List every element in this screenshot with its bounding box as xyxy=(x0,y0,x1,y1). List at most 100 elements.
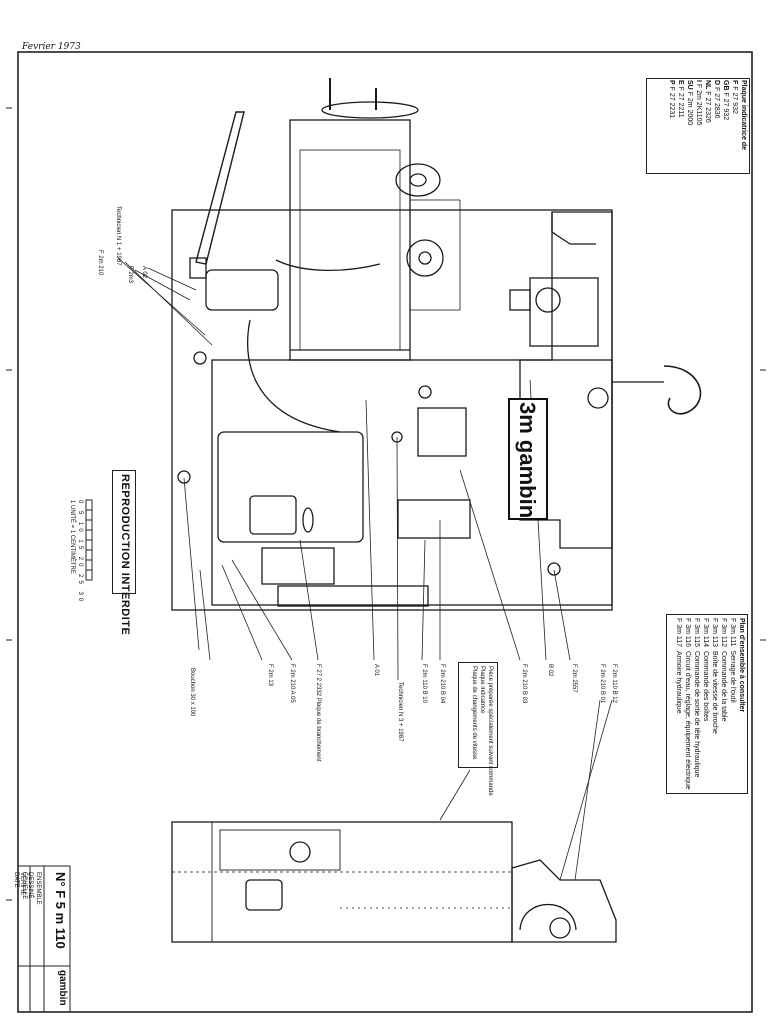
callout-label: Technicien N 1 + 1987 xyxy=(115,206,121,266)
scale-unit: 1 UNITÉ = 1 CENTIMÈTRE xyxy=(69,500,75,574)
scale-bar xyxy=(85,499,93,581)
title-block-frame xyxy=(17,865,71,1013)
assembly-table-title: Plan d'ensemble à consulter xyxy=(738,618,745,713)
head-notch xyxy=(551,212,596,245)
assembly-desc: Commande de sortie de tête hydraulique xyxy=(693,650,700,778)
callout-note-line: Plaque de changements de vitesse xyxy=(471,666,477,760)
callout-label: Technicien N 3 + 1987 xyxy=(397,682,403,742)
pump xyxy=(261,547,335,585)
assembly-ref: F 3m 117 xyxy=(675,618,682,648)
side-bed xyxy=(171,821,513,943)
callout-label: F 2m 210 B 01 xyxy=(599,664,605,704)
machine-head xyxy=(519,211,613,549)
machine-front-view xyxy=(171,78,702,611)
assembly-ref: F 3m 113 xyxy=(711,618,718,648)
callout-label: A 01 xyxy=(373,664,379,677)
lever-arm xyxy=(195,111,245,265)
side-motor xyxy=(245,879,283,911)
side-wheel xyxy=(519,904,577,931)
lever-base xyxy=(189,257,207,279)
scale-ticks: 0 5 10 15 20 25 30 xyxy=(76,500,84,604)
side-gear xyxy=(289,841,311,863)
assembly-desc: Commande des boîtes xyxy=(702,650,709,722)
dial-hub xyxy=(409,173,427,187)
motor-housing xyxy=(205,269,279,311)
cabinet-handle xyxy=(302,507,314,533)
scale-tick-label: 30 xyxy=(77,591,83,605)
assembly-desc: Circuit d'eau, réglage, équipement élect… xyxy=(684,650,691,790)
fixing-bolt xyxy=(193,351,207,365)
title-field: ÉCHELLE xyxy=(21,872,27,900)
callout-label: A 02 xyxy=(141,266,147,279)
callout-label: F 2m 210 B 03 xyxy=(521,664,527,704)
assembly-ref: F 3m 115 xyxy=(693,618,700,648)
drawing-frame xyxy=(17,51,753,1013)
company-name: gambin xyxy=(57,970,68,1006)
handwheel-rim xyxy=(321,101,419,119)
callout-label: F 27 2 2332 Plaque de branchement xyxy=(315,664,321,762)
date-note: Fevrier 1973 xyxy=(22,42,81,52)
callout-label: F 2m 210 A 05 xyxy=(289,664,295,703)
callout-note-line: Plaque indicatrice xyxy=(479,666,485,714)
assembly-desc: Commande de la table xyxy=(720,650,727,722)
cabinet-panel xyxy=(249,495,297,535)
fixing-bolt xyxy=(547,562,561,576)
leader-lines xyxy=(117,257,613,881)
scale-tick-label: 15 xyxy=(77,539,83,553)
callout-note-box xyxy=(458,662,498,768)
assembly-ref: F 3m 111 xyxy=(729,618,736,647)
scale-tick-label: 0 xyxy=(77,500,83,507)
dial-wheel xyxy=(395,163,441,197)
callout-note: Pièce préparée spécialement suivant comm… xyxy=(470,666,494,796)
drawing-number: N° F 5 m 110 xyxy=(53,872,68,949)
reproduction-box xyxy=(112,470,136,594)
callout-note-line: Pièce préparée spécialement suivant comm… xyxy=(487,666,493,796)
assembly-desc: Armoire hydraulique xyxy=(675,650,682,714)
assembly-ref: F 3m 116 xyxy=(684,618,691,648)
side-end-block xyxy=(171,821,213,943)
callout-label: F 2m 110 B 10 xyxy=(421,664,427,703)
spindle-housing xyxy=(529,277,599,347)
callout-label: F 2m 110 B 12 xyxy=(611,664,617,703)
carriage-plate xyxy=(299,149,401,351)
callout-label: F 2m 2557 xyxy=(571,664,577,693)
indicator-lamp xyxy=(418,385,432,399)
electrical-cabinet xyxy=(217,431,364,543)
scale-tick-label: 25 xyxy=(77,574,83,587)
brand-logo: 3m gambin xyxy=(515,402,540,519)
lifting-hook xyxy=(663,365,702,415)
callout-label: F 2m 210 xyxy=(97,250,103,276)
gearbox xyxy=(409,199,461,311)
assembly-table: Plan d'ensemble à consulter F 3m 111 Ser… xyxy=(674,618,746,790)
callout-label: F 2m 13 xyxy=(267,664,273,687)
callout-label: Bouchon 30 x 100 xyxy=(189,668,195,717)
title-field: ENSEMBLE xyxy=(35,872,41,905)
cable xyxy=(275,259,381,272)
side-ramp xyxy=(511,859,617,943)
assembly-ref: F 3m 114 xyxy=(702,618,709,648)
callout-label: F 2m3 xyxy=(127,266,133,284)
machine-bed xyxy=(211,359,613,606)
speed-plate xyxy=(417,407,467,457)
side-gearbox xyxy=(219,829,341,871)
assembly-desc: Boîte de vitesse de broche xyxy=(711,650,718,734)
callout-label: B 02 xyxy=(547,664,553,677)
reproduction-warning: REPRODUCTION INTERDITE xyxy=(119,474,131,636)
fixing-bolt xyxy=(177,470,191,484)
spindle-nose xyxy=(535,287,561,313)
assembly-desc: Serrage de l'outil xyxy=(729,650,736,703)
cable xyxy=(246,319,341,433)
title-field: DATE xyxy=(13,872,19,888)
motor-foot xyxy=(277,585,429,607)
scale-tick-label: 10 xyxy=(77,522,83,535)
machine-side-view xyxy=(171,821,617,943)
gear-wheel xyxy=(406,239,444,277)
scale-tick-label: 5 xyxy=(77,511,83,518)
patent-table-border xyxy=(646,78,750,174)
spindle-cap xyxy=(509,289,531,311)
top-carriage xyxy=(289,119,411,361)
scale-tick-label: 20 xyxy=(77,556,83,570)
title-fields: ÉCHELLE DATE xyxy=(12,872,28,899)
gear-hub xyxy=(418,251,432,265)
